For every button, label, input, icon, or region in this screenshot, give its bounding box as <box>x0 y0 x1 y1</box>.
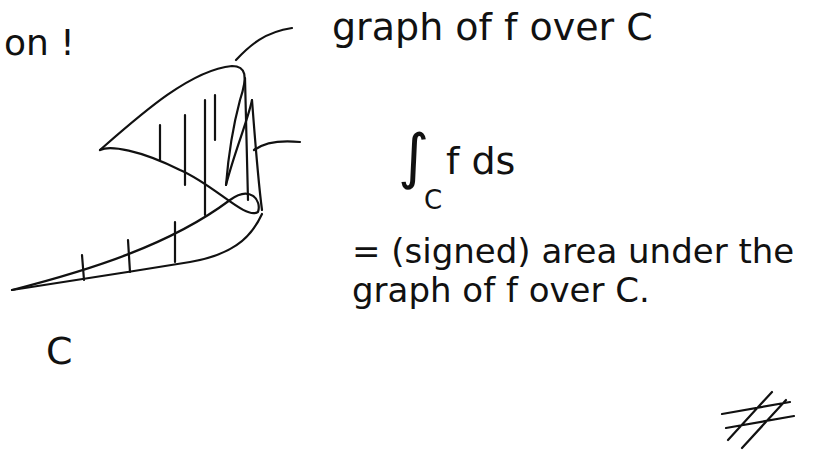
graph-edge <box>245 78 248 200</box>
curve-label: C <box>46 330 73 374</box>
hatch-lines <box>82 95 215 280</box>
leader-line <box>254 141 300 150</box>
curve-c-front <box>12 214 262 290</box>
graph-edge <box>252 100 262 210</box>
leader-line <box>236 28 292 60</box>
graph-curve <box>100 66 245 185</box>
area-note: = (signed) area under the graph of f ove… <box>352 232 826 310</box>
curve-c <box>12 148 259 290</box>
integral-body: f ds <box>446 140 515 184</box>
note-text: on ! <box>4 22 75 63</box>
integral-sign: ∫ <box>398 122 429 191</box>
end-mark <box>722 392 794 448</box>
integral-subscript: C <box>424 186 442 216</box>
graph-label: graph of f over C <box>332 6 653 50</box>
